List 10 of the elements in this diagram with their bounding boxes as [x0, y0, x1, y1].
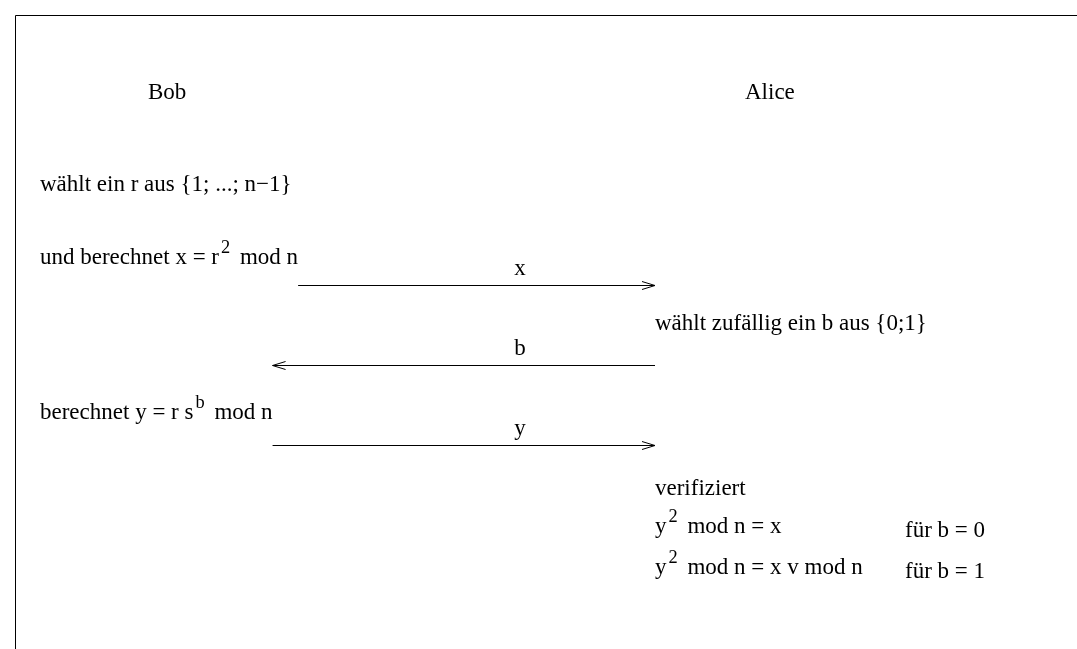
step-text: wählt zufällig ein b aus {0;1}	[655, 309, 927, 337]
message-arrow	[272, 361, 656, 370]
party-name: Alice	[745, 78, 795, 106]
condition-text: für b = 0	[905, 516, 986, 544]
party-name: Bob	[148, 78, 187, 106]
condition-text: für b = 1	[905, 557, 986, 585]
message-arrow	[272, 441, 656, 450]
message-arrow	[297, 281, 656, 290]
step-text: verifiziert	[655, 474, 746, 502]
step-text: wählt ein r aus {1; ...; n−1}	[40, 170, 292, 198]
